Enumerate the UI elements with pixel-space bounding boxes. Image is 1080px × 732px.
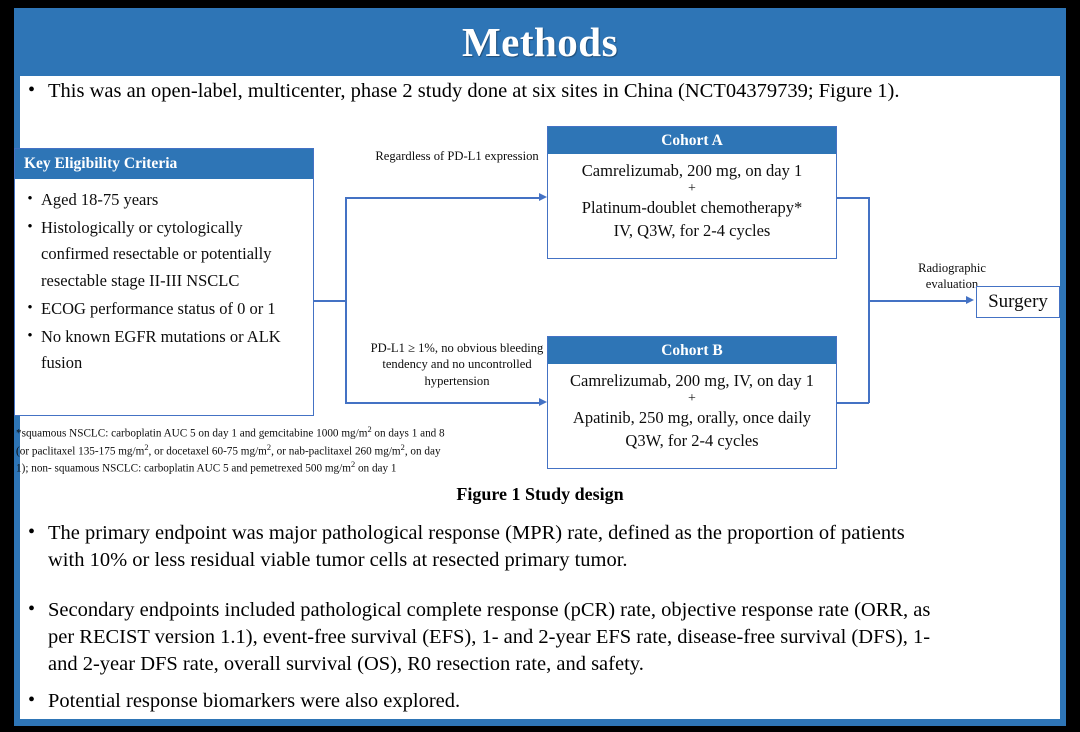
cohort-a-box: Cohort A Camrelizumab, 200 mg, on day 1 … — [547, 126, 837, 259]
eligibility-criteria-box: Key Eligibility Criteria • Aged 18-75 ye… — [14, 148, 314, 416]
endpoint-secondary-line3: and 2-year DFS rate, overall survival (O… — [48, 653, 644, 676]
list-item-label: Histologically or cytologically confirme… — [41, 217, 272, 291]
arrowhead-cohort-b-icon — [539, 398, 547, 406]
bullet-marker: • — [27, 327, 33, 344]
connector-to-cohort-b — [345, 402, 541, 404]
figure-caption: Figure 1 Study design — [456, 484, 624, 504]
cohort-a-header: Cohort A — [548, 127, 836, 154]
list-item: • ECOG performance status of 0 or 1 — [19, 296, 307, 323]
connector-to-surgery — [868, 300, 968, 302]
endpoint-bullet-biomarkers: • Potential response biomarkers were als… — [20, 688, 1050, 715]
endpoint-secondary-text: Secondary endpoints included pathologica… — [48, 597, 930, 678]
cohort-b-line2: Apatinib, 250 mg, orally, once daily — [572, 408, 812, 428]
page-title: Methods — [461, 19, 619, 65]
endpoint-primary-text: The primary endpoint was major pathologi… — [48, 520, 905, 574]
cohort-a-line1: Camrelizumab, 200 mg, on day 1 — [581, 161, 803, 180]
footnote-line2-b: , or docetaxel 60-75 mg/m — [148, 445, 267, 458]
cohort-b-box: Cohort B Camrelizumab, 200 mg, IV, on da… — [547, 336, 837, 469]
endpoint-secondary-line1: Secondary endpoints included pathologica… — [48, 599, 931, 621]
bullet-marker: • — [27, 299, 33, 316]
connector-vertical-split — [345, 197, 347, 403]
study-design-figure: Key Eligibility Criteria • Aged 18-75 ye… — [14, 112, 1066, 502]
eligibility-list: • Aged 18-75 years • Histologically or c… — [15, 179, 313, 377]
endpoint-bullet-primary: • The primary endpoint was major patholo… — [20, 520, 1050, 574]
connector-to-cohort-a — [345, 197, 541, 199]
lead-bullet-row: • This was an open-label, multicenter, p… — [20, 78, 1050, 105]
cohort-a-body: Camrelizumab, 200 mg, on day 1 + Platinu… — [548, 154, 836, 248]
slide-title-band: Methods — [14, 8, 1066, 76]
bullet-marker: • — [28, 598, 36, 620]
cohort-b-plus: + — [688, 391, 696, 407]
cohort-a-line2: Platinum-doublet chemotherapy* — [581, 198, 803, 218]
arrowhead-cohort-a-icon — [539, 193, 547, 201]
bullet-marker: • — [28, 521, 36, 543]
cohort-b-body: Camrelizumab, 200 mg, IV, on day 1 + Apa… — [548, 364, 836, 458]
connector-label-radiographic: Radiographic evaluation — [918, 261, 986, 292]
footnote-line1-b: on days 1 and 8 (or — [16, 427, 445, 458]
footnote-sup: 2 — [367, 425, 372, 434]
endpoint-primary-line1: The primary endpoint was major pathologi… — [48, 522, 905, 544]
endpoint-primary-line2: with 10% or less residual viable tumor c… — [48, 549, 628, 572]
arrowhead-surgery-icon — [966, 296, 974, 304]
footnote-line3-a: squamous NSCLC: carboplatin AUC 5 and pe… — [54, 462, 351, 475]
cohort-b-line1: Camrelizumab, 200 mg, IV, on day 1 — [570, 371, 814, 390]
chemotherapy-footnote: *squamous NSCLC: carboplatin AUC 5 on da… — [16, 424, 446, 477]
cohort-a-plus: + — [688, 181, 696, 197]
endpoint-secondary-line2: per RECIST version 1.1), event-free surv… — [48, 626, 931, 649]
list-item-label: No known EGFR mutations or ALK fusion — [41, 326, 281, 373]
cohort-a-line3: IV, Q3W, for 2-4 cycles — [613, 221, 771, 241]
connector-label-regardless: Regardless of PD-L1 expression — [375, 149, 539, 163]
footnote-sup: 2 — [144, 442, 149, 452]
list-item: • Aged 18-75 years — [19, 187, 307, 214]
footnote-line3-b: on day 1 — [355, 462, 397, 475]
bullet-marker: • — [27, 218, 33, 235]
endpoint-biomarkers-text: Potential response biomarkers were also … — [48, 690, 461, 712]
bullet-marker: • — [28, 689, 36, 711]
eligibility-header: Key Eligibility Criteria — [15, 149, 313, 179]
list-item: • Histologically or cytologically confir… — [19, 215, 307, 295]
bullet-marker: • — [28, 79, 36, 101]
lead-bullet-text: This was an open-label, multicenter, pha… — [48, 80, 900, 102]
bullet-marker: • — [27, 191, 33, 207]
list-item-label: Aged 18-75 years — [41, 190, 159, 209]
connector-stub-left — [314, 300, 346, 302]
connector-from-cohort-a — [837, 197, 869, 199]
footnote-line1-a: *squamous NSCLC: carboplatin AUC 5 on da… — [16, 427, 368, 440]
connector-from-cohort-b — [837, 402, 869, 404]
footnote-line2-d: , on day 1); non- — [16, 445, 441, 475]
footnote-sup: 2 — [350, 460, 356, 470]
endpoint-bullet-secondary: • Secondary endpoints included pathologi… — [20, 597, 1050, 678]
footnote-sup: 2 — [400, 442, 405, 452]
cohort-b-line3: Q3W, for 2-4 cycles — [625, 431, 759, 451]
list-item-label: ECOG performance status of 0 or 1 — [41, 298, 276, 318]
footnote-line2-a: paclitaxel 135-175 mg/m — [31, 445, 145, 458]
footnote-sup: 2 — [266, 442, 272, 452]
surgery-box: Surgery — [976, 286, 1060, 318]
connector-label-pdl1: PD-L1 ≥ 1%, no obvious bleeding tendency… — [370, 341, 544, 388]
list-item: • No known EGFR mutations or ALK fusion — [19, 324, 307, 377]
cohort-b-header: Cohort B — [548, 337, 836, 364]
footnote-line2-c: , or nab-paclitaxel 260 mg/m — [271, 445, 401, 458]
